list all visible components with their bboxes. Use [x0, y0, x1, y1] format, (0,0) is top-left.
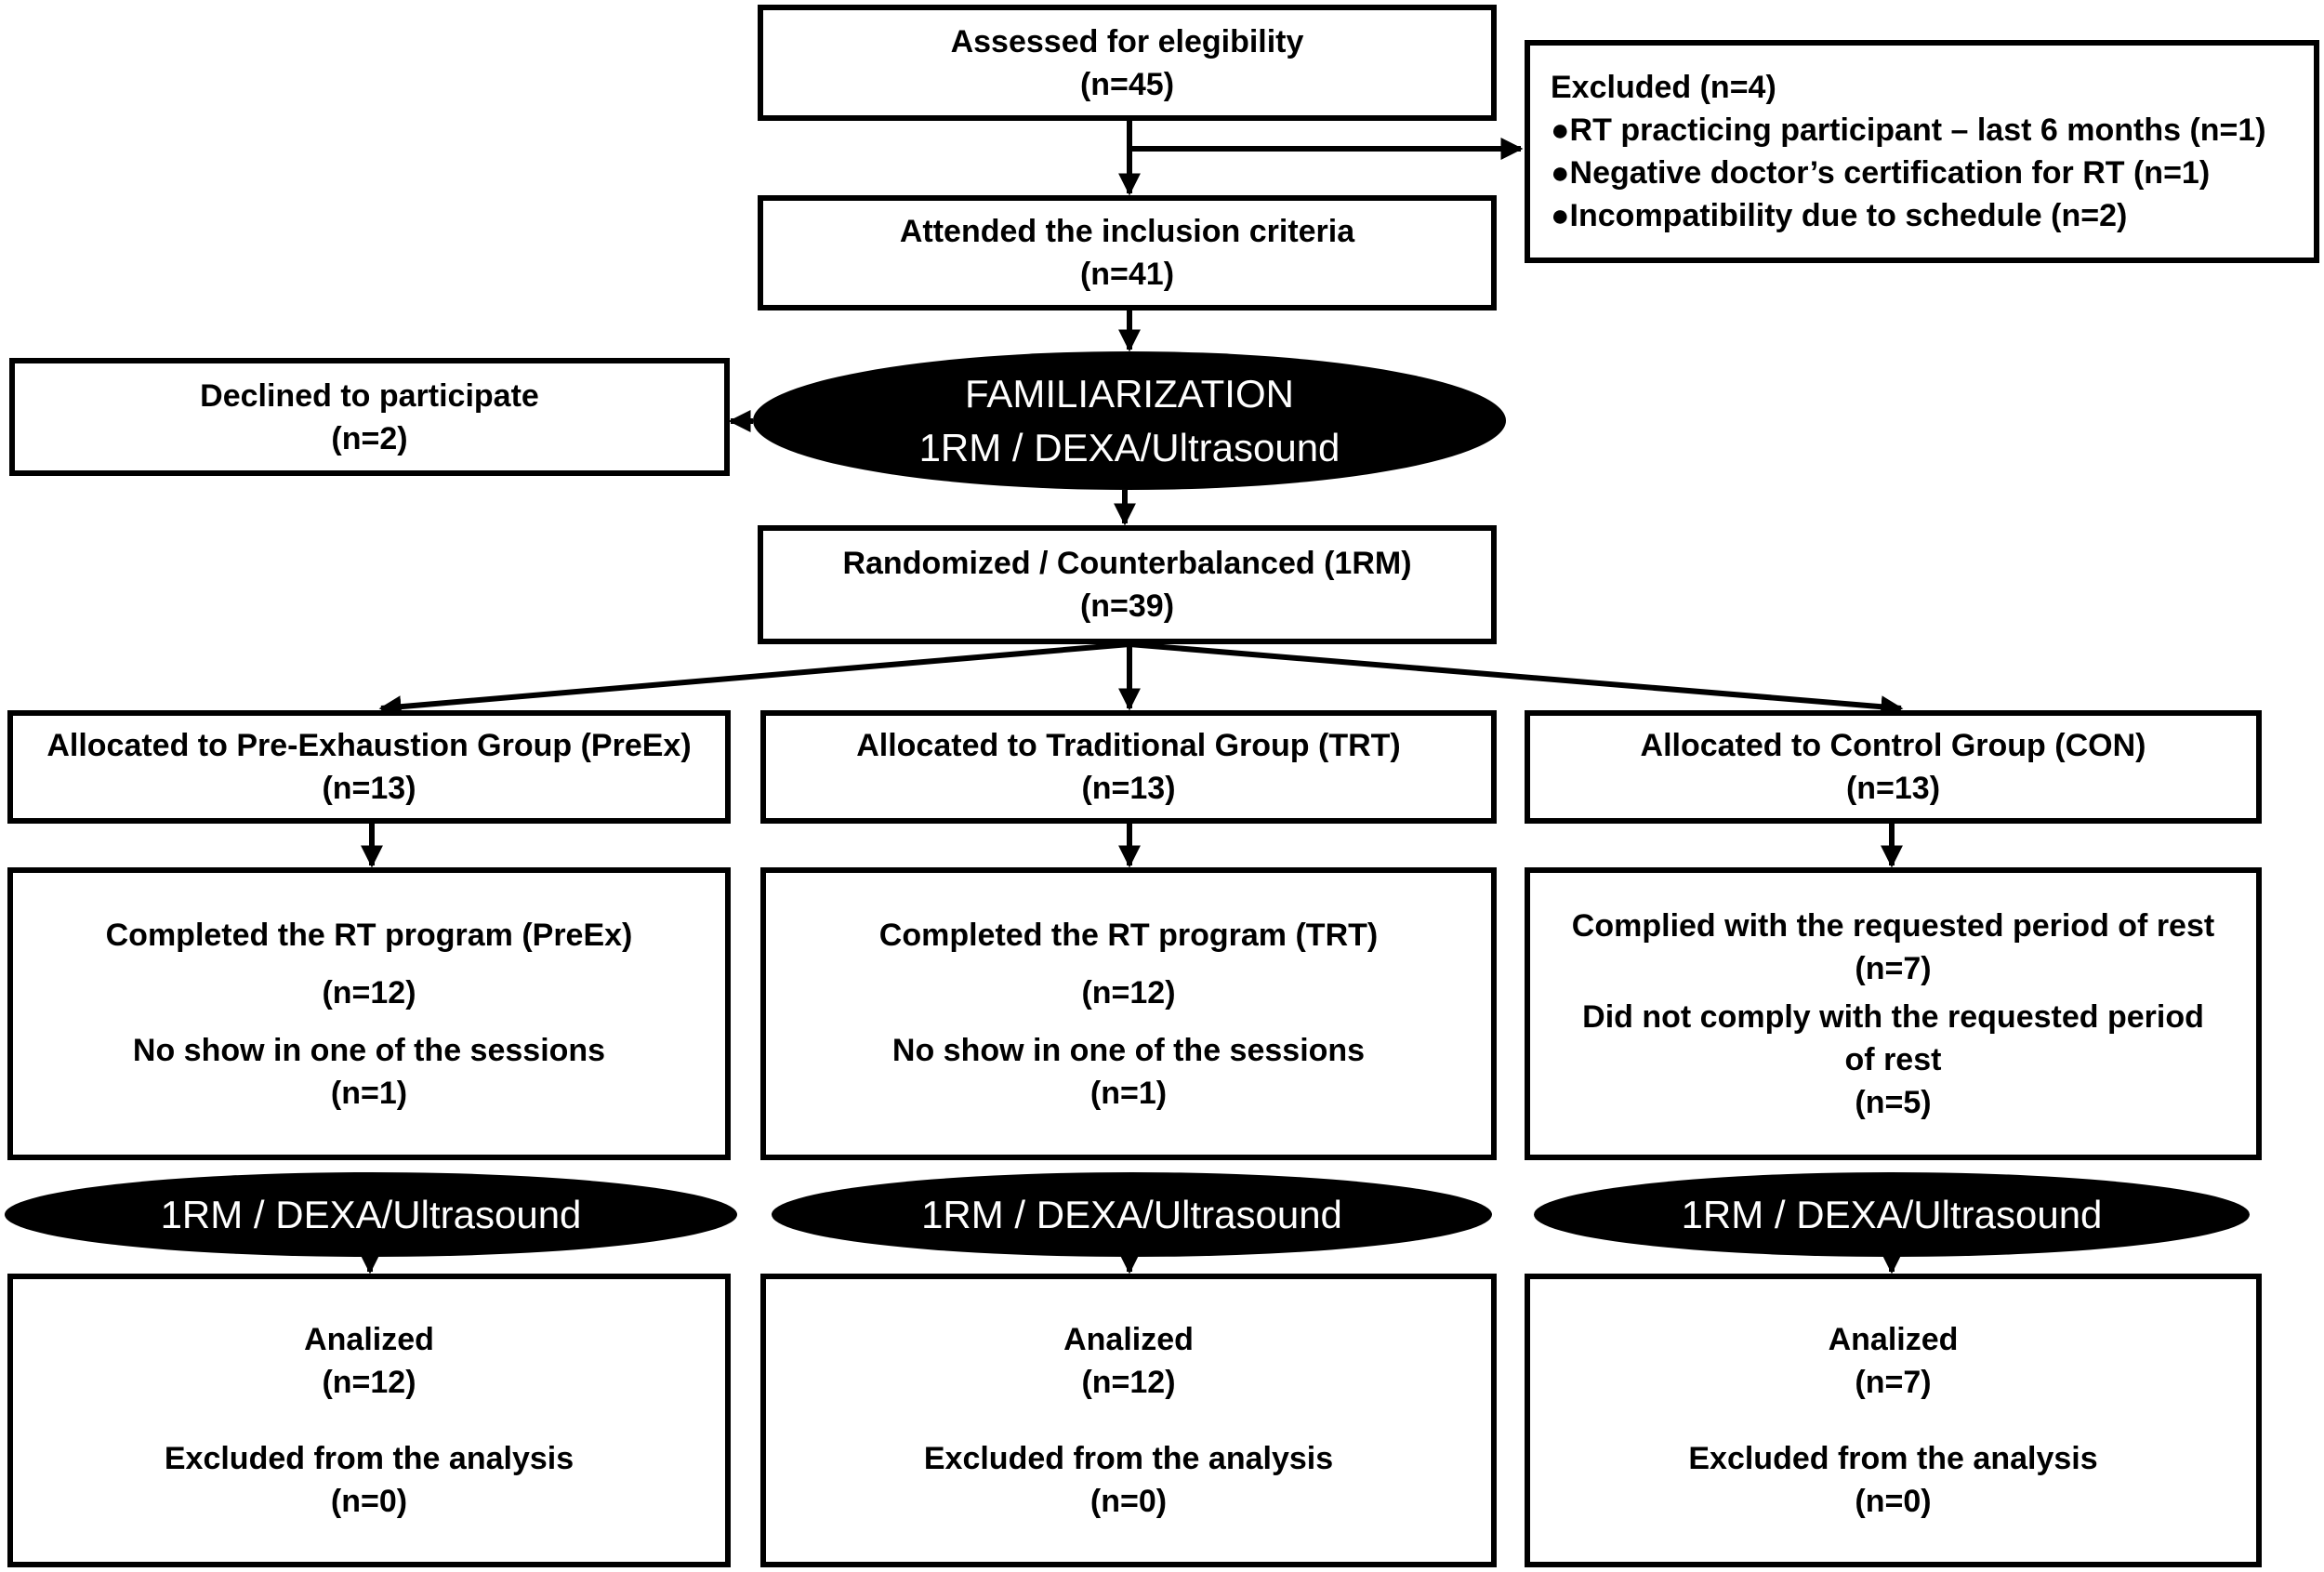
analysis-con-box: Analized (n=7) Excluded from the analysi… — [1525, 1274, 2262, 1567]
excluded-item-text: RT practicing participant – last 6 month… — [1569, 112, 2266, 148]
test-oval-trt-label: 1RM / DEXA/Ultrasound — [921, 1192, 1342, 1236]
analysis-preex-excluded-n: (n=0) — [330, 1484, 408, 1519]
analysis-con-analized: Analized — [1828, 1322, 1959, 1357]
program-trt-noshow-n: (n=1) — [1089, 1075, 1168, 1111]
program-trt-noshow: No show in one of the sessions — [891, 1032, 1366, 1068]
program-preex-completed: Completed the RT program (PreEx) — [105, 917, 633, 953]
allocated-preex-title: Allocated to Pre-Exhaustion Group (PreEx… — [46, 728, 692, 763]
excluded-box: Excluded (n=4) ●RT practicing participan… — [1525, 40, 2319, 263]
randomized-n: (n=39) — [1079, 588, 1175, 624]
analysis-con-excluded: Excluded from the analysis — [1688, 1441, 2098, 1476]
program-trt-box: Completed the RT program (TRT) (n=12) No… — [760, 867, 1497, 1160]
excluded-item-text: Negative doctor’s certification for RT (… — [1569, 155, 2211, 191]
excluded-item: ●RT practicing participant – last 6 mont… — [1551, 109, 2266, 152]
bullet-icon: ● — [1551, 112, 1570, 148]
declined-title: Declined to participate — [200, 377, 539, 414]
assessed-title: Assessed for elegibility — [950, 23, 1304, 59]
inclusion-title: Attended the inclusion criteria — [899, 214, 1355, 249]
declined-box: Declined to participate (n=2) — [9, 358, 730, 476]
randomized-box: Randomized / Counterbalanced (1RM) (n=39… — [758, 525, 1497, 644]
program-con-notcomplied-n: (n=5) — [1855, 1084, 1932, 1120]
analysis-trt-box: Analized (n=12) Excluded from the analys… — [760, 1274, 1497, 1567]
inclusion-box: Attended the inclusion criteria (n=41) — [758, 195, 1497, 310]
arrow-randomized-to-preex — [378, 641, 1130, 719]
allocated-preex-n: (n=13) — [322, 771, 416, 806]
randomized-title: Randomized / Counterbalanced (1RM) — [842, 546, 1412, 581]
program-con-box: Complied with the requested period of re… — [1525, 867, 2262, 1160]
program-con-complied-n: (n=7) — [1855, 950, 1932, 986]
program-con-notcomplied-cont: of rest — [1844, 1041, 1942, 1077]
program-preex-noshow-n: (n=1) — [330, 1075, 408, 1111]
allocated-con-title: Allocated to Control Group (CON) — [1640, 728, 2146, 763]
analysis-con-analized-n: (n=7) — [1855, 1365, 1932, 1400]
program-preex-completed-n: (n=12) — [322, 974, 416, 1011]
test-oval-trt: 1RM / DEXA/Ultrasound — [772, 1172, 1492, 1257]
program-trt-completed: Completed the RT program (TRT) — [878, 917, 1379, 953]
allocated-trt-box: Allocated to Traditional Group (TRT) (n=… — [760, 710, 1497, 824]
bullet-icon: ● — [1551, 155, 1570, 191]
test-oval-con-label: 1RM / DEXA/Ultrasound — [1681, 1192, 2103, 1236]
allocated-preex-box: Allocated to Pre-Exhaustion Group (PreEx… — [7, 710, 731, 824]
program-preex-noshow: No show in one of the sessions — [132, 1032, 606, 1068]
analysis-preex-excluded: Excluded from the analysis — [164, 1441, 574, 1476]
arrow-randomized-to-con — [1129, 641, 1904, 719]
analysis-trt-excluded-n: (n=0) — [1089, 1484, 1168, 1519]
test-oval-con: 1RM / DEXA/Ultrasound — [1534, 1172, 2250, 1257]
familiarization-oval: FAMILIARIZATION 1RM / DEXA/Ultrasound — [753, 351, 1506, 490]
familiarization-title: FAMILIARIZATION — [965, 371, 1294, 416]
program-con-notcomplied: Did not comply with the requested period — [1582, 998, 2204, 1035]
excluded-title: Excluded (n=4) — [1551, 70, 1776, 105]
declined-n: (n=2) — [331, 420, 408, 456]
familiarization-subtitle: 1RM / DEXA/Ultrasound — [918, 425, 1340, 469]
inclusion-n: (n=41) — [1079, 257, 1175, 292]
program-con-complied: Complied with the requested period of re… — [1571, 907, 2215, 944]
analysis-trt-excluded: Excluded from the analysis — [923, 1441, 1334, 1476]
test-oval-preex: 1RM / DEXA/Ultrasound — [5, 1172, 737, 1257]
allocated-trt-n: (n=13) — [1081, 771, 1176, 806]
test-oval-preex-label: 1RM / DEXA/Ultrasound — [160, 1192, 582, 1236]
analysis-preex-analized-n: (n=12) — [322, 1365, 416, 1400]
program-trt-completed-n: (n=12) — [1081, 974, 1176, 1011]
allocated-con-box: Allocated to Control Group (CON) (n=13) — [1525, 710, 2262, 824]
excluded-item-text: Incompatibility due to schedule (n=2) — [1569, 198, 2128, 233]
allocated-con-n: (n=13) — [1845, 771, 1941, 806]
analysis-con-excluded-n: (n=0) — [1855, 1484, 1932, 1519]
analysis-trt-analized: Analized — [1063, 1322, 1194, 1357]
excluded-item: ●Negative doctor’s certification for RT … — [1551, 152, 2210, 194]
bullet-icon: ● — [1551, 198, 1570, 233]
analysis-trt-analized-n: (n=12) — [1081, 1365, 1176, 1400]
assessed-box: Assessed for elegibility (n=45) — [758, 5, 1497, 121]
analysis-preex-box: Analized (n=12) Excluded from the analys… — [7, 1274, 731, 1567]
assessed-n: (n=45) — [1079, 66, 1175, 102]
analysis-preex-analized: Analized — [304, 1322, 434, 1357]
program-preex-box: Completed the RT program (PreEx) (n=12) … — [7, 867, 731, 1160]
allocated-trt-title: Allocated to Traditional Group (TRT) — [856, 728, 1401, 763]
excluded-item: ●Incompatibility due to schedule (n=2) — [1551, 194, 2127, 237]
